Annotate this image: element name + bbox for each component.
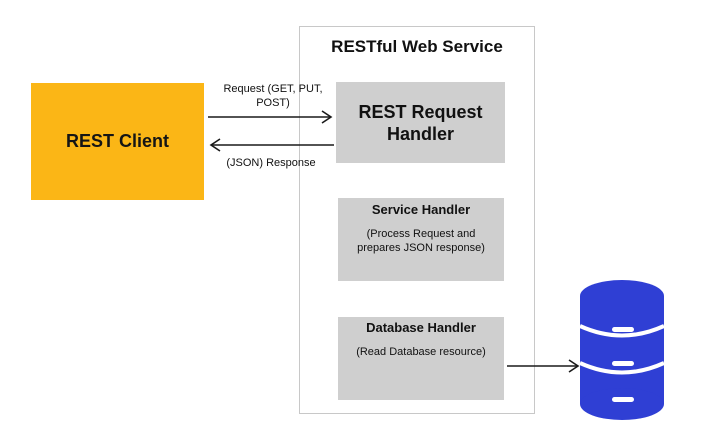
database-handler-title: Database Handler xyxy=(366,320,476,335)
request-arrow-label: Request (GET, PUT, POST) xyxy=(223,83,323,109)
response-arrow-label: (JSON) Response xyxy=(226,157,316,169)
service-title: RESTful Web Service xyxy=(331,37,503,56)
rest-request-handler-label: REST Request Handler xyxy=(358,101,483,144)
response-arrow xyxy=(209,138,334,152)
rest-client-box: REST Client xyxy=(31,83,204,200)
service-handler-title: Service Handler xyxy=(371,202,471,217)
request-arrow xyxy=(208,110,333,124)
database-handler-box: Database Handler (Read Database resource… xyxy=(338,317,504,400)
service-handler-box: Service Handler (Process Request and pre… xyxy=(338,198,504,281)
database-icon xyxy=(579,280,665,420)
rest-client-label: REST Client xyxy=(65,131,169,151)
rest-request-handler-box: REST Request Handler xyxy=(336,82,505,163)
service-handler-description: (Process Request and prepares JSON respo… xyxy=(357,228,485,254)
database-arrow xyxy=(507,359,580,373)
database-handler-description: (Read Database resource) xyxy=(356,346,486,358)
